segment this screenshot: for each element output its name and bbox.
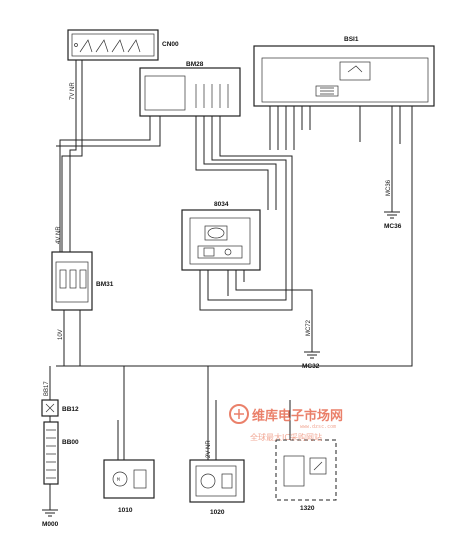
wire-label-10v: 10V	[58, 329, 64, 340]
svg-text:M: M	[117, 477, 120, 483]
watermark: 维库电子市场网 www.dzsc.com 全球最大IC采购网站	[229, 404, 343, 442]
m000-label: M000	[42, 521, 59, 528]
bm31-label: BM31	[96, 281, 114, 288]
cn00-label: CN00	[162, 41, 179, 48]
1320-label: 1320	[300, 505, 315, 512]
wire-label-2vnr: 2V NR	[206, 440, 212, 458]
mc36-label: MC36	[384, 223, 402, 230]
wire-label-mc36: MC36	[386, 179, 392, 196]
fuse-bb12: BB12	[41, 399, 79, 417]
unit-8034: 8034	[181, 201, 261, 271]
battery-bb00: BB00	[43, 421, 79, 485]
ground-mc36: MC36	[384, 200, 402, 230]
wire-label-7vnr: 7V NR	[70, 82, 76, 100]
wire-labels: 7V NR 4V NR 2V NR 10V BB17 MC36 MC72	[44, 82, 392, 458]
unit-bsi1: BSI1	[253, 36, 435, 107]
bb12-label: BB12	[62, 406, 79, 413]
watermark-url: www.dzsc.com	[300, 424, 336, 430]
unit-1010: M 1010	[103, 459, 155, 514]
watermark-subtitle: 全球最大IC采购网站	[250, 432, 322, 442]
wire-label-mc72: MC72	[306, 319, 312, 336]
unit-bm28: BM28	[139, 61, 241, 117]
8034-label: 8034	[214, 201, 229, 208]
connector-cn00: CN00	[67, 29, 179, 61]
unit-1020: 1020	[189, 459, 245, 516]
bm28-label: BM28	[186, 61, 204, 68]
bb00-label: BB00	[62, 439, 79, 446]
unit-1320: 1320	[275, 439, 337, 512]
ground-m000: M000	[42, 484, 59, 528]
wire-label-4vnr: 4V NR	[56, 226, 62, 244]
bsi1-label: BSI1	[344, 36, 359, 43]
1020-label: 1020	[210, 509, 225, 516]
wires	[49, 60, 413, 460]
wire-label-bb17: BB17	[44, 381, 50, 396]
unit-bm31: BM31	[51, 251, 114, 311]
watermark-title: 维库电子市场网	[252, 408, 343, 424]
1010-label: 1010	[118, 507, 133, 514]
